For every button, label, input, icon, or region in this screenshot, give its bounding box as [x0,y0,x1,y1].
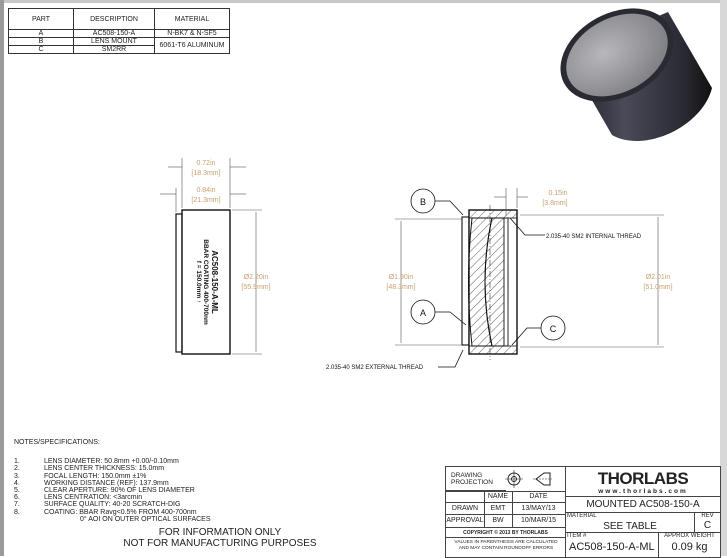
note-text: SURFACE QUALITY: 40-20 SCRATCH-DIG [44,501,181,509]
note-continuation: 0° AOI ON OUTER OPTICAL SURFACES [80,515,211,523]
description-cell: SM2RR [73,45,155,54]
website: www.thorlabs.com [598,488,688,495]
parts-table: PART DESCRIPTION MATERIAL A AC508-150-A … [8,8,230,54]
balloon-a [410,299,436,325]
disclaimer-line-1: FOR INFORMATION ONLY [158,527,282,538]
internal-thread-label: 2.035-40 SM2 INTERNAL THREAD [546,234,642,240]
note-item: 2. LENS CENTER THICKNESS: 15.0mm [14,465,211,472]
note-item: 6. LENS CENTRATION: <3arcmin [14,494,211,501]
approval-date: 10/MAR/15 [520,517,557,524]
dim-width-1-in: 0.72in [196,160,215,167]
note-number: 8. [14,508,20,516]
notes-title: NOTES/SPECIFICATIONS: [14,439,100,446]
notes-section: NOTES/SPECIFICATIONS: 1. LENS DIAMETER: 5… [14,439,211,523]
balloon-b-label: B [420,197,426,207]
note-number: 5. [14,487,20,495]
note-number: 3. [14,472,20,480]
balloon-c [540,315,566,341]
balloon-a-label: A [420,308,426,318]
note-text: FOCAL LENGTH: 150.0mm ±1% [44,472,147,480]
note-number: 7. [14,501,20,509]
drawing-projection-label: DRAWING PROJECTION [446,467,506,491]
dim-diameter-in: Ø2.20in [244,274,269,281]
note-item: 7. SURFACE QUALITY: 40-20 SCRATCH-DIG [14,501,211,508]
engraving-line-1: AC508-150-A-ML [210,250,219,314]
drawing-title: MOUNTED AC508-150-A [586,499,700,510]
dim-width-2-mm: [21.3mm] [191,197,220,204]
disclaimer: FOR INFORMATION ONLY NOT FOR MANUFACTURI… [120,527,320,549]
note-number: 2. [14,465,20,473]
section-view-dimensions [395,188,664,348]
dim-inner-mm: [48.3mm] [386,284,415,291]
drawn-label: DRAWN [451,505,479,512]
item-value: AC508-150-A-ML [569,541,655,553]
note-number: 4. [14,479,20,487]
side-view-body [181,209,231,355]
thorlabs-logo: THORLABS [597,469,689,488]
table-row: C SM2RR [8,45,230,54]
note-text: CLEAR APERTURE: 90% OF LENS DIAMETER [44,487,195,495]
external-thread-label: 2.035-40 SM2 EXTERNAL THREAD [326,365,424,371]
dim-outer-mm: [51.0mm] [643,284,672,291]
projection-symbol-icon [504,469,564,489]
copyright: COPYRIGHT © 2013 BY THORLABS [463,530,548,536]
note-text: WORKING DISTANCE (REF): 137.9mm [44,479,169,487]
side-view-thread [175,213,183,353]
rev-label: REV [701,513,714,519]
name-header: NAME [487,493,509,500]
date-header: DATE [529,493,548,500]
approval-name: BW [492,517,504,524]
note-item: 5. CLEAR APERTURE: 90% OF LENS DIAMETER [14,487,211,494]
balloon-b [410,188,436,214]
note-text: LENS CENTRATION: <3arcmin [44,494,143,502]
material-cell: 6061-T6 ALUMINUM [154,37,230,54]
note-item: 4. WORKING DISTANCE (REF): 137.9mm [14,480,211,487]
page-left-border [0,0,4,556]
page-right-border [720,0,727,556]
side-view [175,209,231,355]
page-top-border [0,0,727,3]
drawn-date: 13/MAY/13 [521,505,556,512]
note-item: 1. LENS DIAMETER: 50.8mm +0.00/-0.10mm [14,458,211,465]
item-label: ITEM # [567,533,587,539]
table-row: B LENS MOUNT 6061-T6 ALUMINUM [8,37,230,54]
material-label: MATERIAL [567,513,597,519]
balloon-c-label: C [550,324,557,334]
note-item: 3. FOCAL LENGTH: 150.0mm ±1% [14,473,211,480]
title-block: DRAWING PROJECTION NAME DATE DRAWN EMT 1… [445,466,721,558]
approval-label: APPROVAL [446,517,484,524]
engraving-line-2: BBAR COATING 400-700nm [202,239,209,325]
values-note: VALUES IN PARENTHESIS ARE CALCULATED AND… [454,540,558,551]
disclaimer-line-2: NOT FOR MANUFACTURING PURPOSES [123,538,317,549]
dim-width-1-mm: [18.3mm] [191,170,220,177]
note-number: 6. [14,494,20,502]
note-item: 8. COATING: BBAR Ravg<0.5% FROM 400-700nm [14,509,211,516]
dim-diameter-mm: [55.9mm] [241,284,270,291]
dim-inner-in: Ø1.90in [389,274,414,281]
note-text: LENS CENTER THICKNESS: 15.0mm [44,465,165,473]
section-view [461,205,518,360]
material-value: SEE TABLE [603,521,657,532]
note-text: LENS DIAMETER: 50.8mm +0.00/-0.10mm [44,458,179,466]
dim-outer-in: Ø2.01in [646,274,671,281]
lens-3d-render [560,8,712,141]
leaders [410,188,566,368]
note-text: COATING: BBAR Ravg<0.5% FROM 400-700nm [44,508,197,516]
engraving-text: AC508-150-A-ML BBAR COATING 400-700nm f … [195,239,219,325]
engraving-line-3: f = 150.0mm ↑ [195,261,202,303]
side-view-dimensions [160,158,262,355]
rev-value: C [703,520,712,531]
dim-thickness-in: 0.15in [548,190,567,197]
dim-width-2-in: 0.84in [196,187,215,194]
drawn-name: EMT [490,505,506,512]
note-number: 1. [14,458,20,466]
weight-value: 0.09 kg [671,541,708,553]
weight-label: APPROX WEIGHT [664,533,715,539]
dim-thickness-mm: [3.8mm] [542,200,567,207]
